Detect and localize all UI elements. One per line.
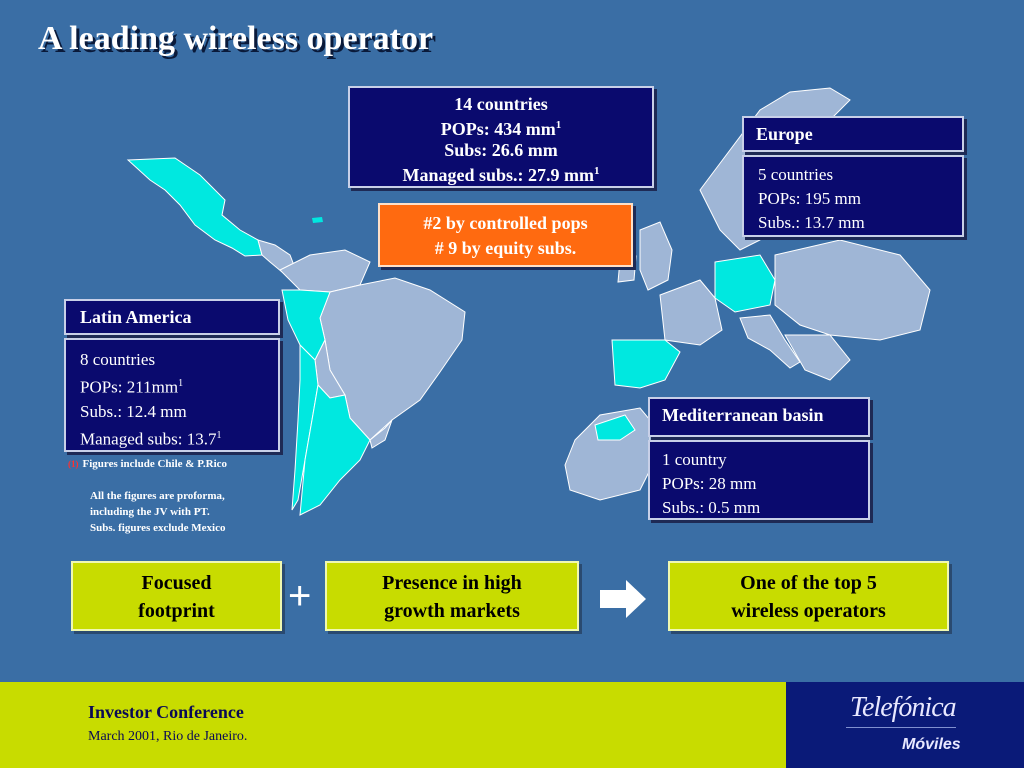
map-chile: [291, 343, 319, 511]
map-uruguay: [369, 419, 393, 449]
mediterranean-details: 1 country POPs: 28 mm Subs.: 0.5 mm: [648, 440, 870, 520]
footnotes: (1)Figures include Chile & P.Rico All th…: [68, 456, 293, 536]
footnote-2: All the figures are proforma,: [90, 490, 225, 502]
map-caribbean: [312, 217, 323, 223]
global-pops: POPs: 434 mm1: [440, 119, 562, 139]
box3-line1: One of the top 5: [740, 572, 877, 594]
map-mexico: [126, 157, 263, 257]
map-morocco: [594, 414, 636, 441]
moviles-logo: Móviles: [902, 736, 961, 753]
top-operators-box: One of the top 5 wireless operators: [668, 561, 949, 631]
map-france: [659, 279, 723, 346]
conference-title: Investor Conference: [88, 702, 244, 722]
global-subs: Subs: 26.6 mm: [444, 140, 558, 160]
map-uk: [639, 221, 673, 291]
la-pops: POPs: 211mm1: [80, 377, 184, 397]
focused-footprint-box: Focused footprint: [71, 561, 282, 631]
box3-line2: wireless operators: [731, 600, 886, 622]
plus-icon: +: [288, 574, 312, 618]
global-summary-box: 14 countries POPs: 434 mm1 Subs: 26.6 mm…: [348, 86, 654, 188]
la-managed-subs: Managed subs: 13.71: [80, 429, 222, 449]
map-balkans: [784, 334, 851, 381]
footer-bar: [0, 682, 786, 768]
med-subs: Subs.: 0.5 mm: [662, 498, 761, 517]
med-countries: 1 country: [662, 450, 727, 469]
box2-line1: Presence in high: [382, 572, 522, 594]
box1-line2: footprint: [138, 600, 215, 622]
logo-divider: [846, 727, 956, 728]
latin-america-header: Latin America: [64, 299, 280, 335]
box2-line2: growth markets: [384, 600, 520, 622]
map-germany: [714, 254, 776, 313]
europe-countries: 5 countries: [758, 165, 834, 184]
map-italy: [739, 314, 801, 369]
growth-markets-box: Presence in high growth markets: [325, 561, 579, 631]
map-argentina: [299, 383, 371, 516]
map-spain: [611, 339, 681, 389]
box1-line1: Focused: [141, 572, 212, 594]
arrow-right-icon: [600, 580, 646, 618]
global-managed-subs: Managed subs.: 27.9 mm1: [402, 165, 600, 185]
mediterranean-header: Mediterranean basin: [648, 397, 870, 437]
la-subs: Subs.: 12.4 mm: [80, 401, 187, 421]
global-countries: 14 countries: [454, 94, 548, 114]
la-countries: 8 countries: [80, 350, 156, 369]
europe-details: 5 countries POPs: 195 mm Subs.: 13.7 mm: [742, 155, 964, 237]
latin-america-details: 8 countries POPs: 211mm1 Subs.: 12.4 mm …: [64, 338, 280, 452]
footnote-3: including the JV with PT.: [90, 506, 210, 518]
page-title: A leading wireless operator: [38, 20, 434, 57]
footer-brand-panel: [786, 682, 1024, 768]
map-eastern-europe: [774, 239, 931, 341]
footnote-4: Subs. figures exclude Mexico: [90, 522, 226, 534]
europe-header: Europe: [742, 116, 964, 152]
footnote-1: (1)Figures include Chile & P.Rico: [68, 458, 228, 470]
ranking-box: #2 by controlled pops # 9 by equity subs…: [378, 203, 633, 267]
rank-subs: # 9 by equity subs.: [434, 238, 577, 258]
conference-date: March 2001, Rio de Janeiro.: [88, 729, 248, 744]
med-pops: POPs: 28 mm: [662, 474, 757, 493]
rank-pops: #2 by controlled pops: [423, 213, 588, 233]
europe-pops: POPs: 195 mm: [758, 189, 861, 208]
telefonica-logo: Telefónica: [850, 692, 957, 723]
europe-subs: Subs.: 13.7 mm: [758, 213, 865, 232]
